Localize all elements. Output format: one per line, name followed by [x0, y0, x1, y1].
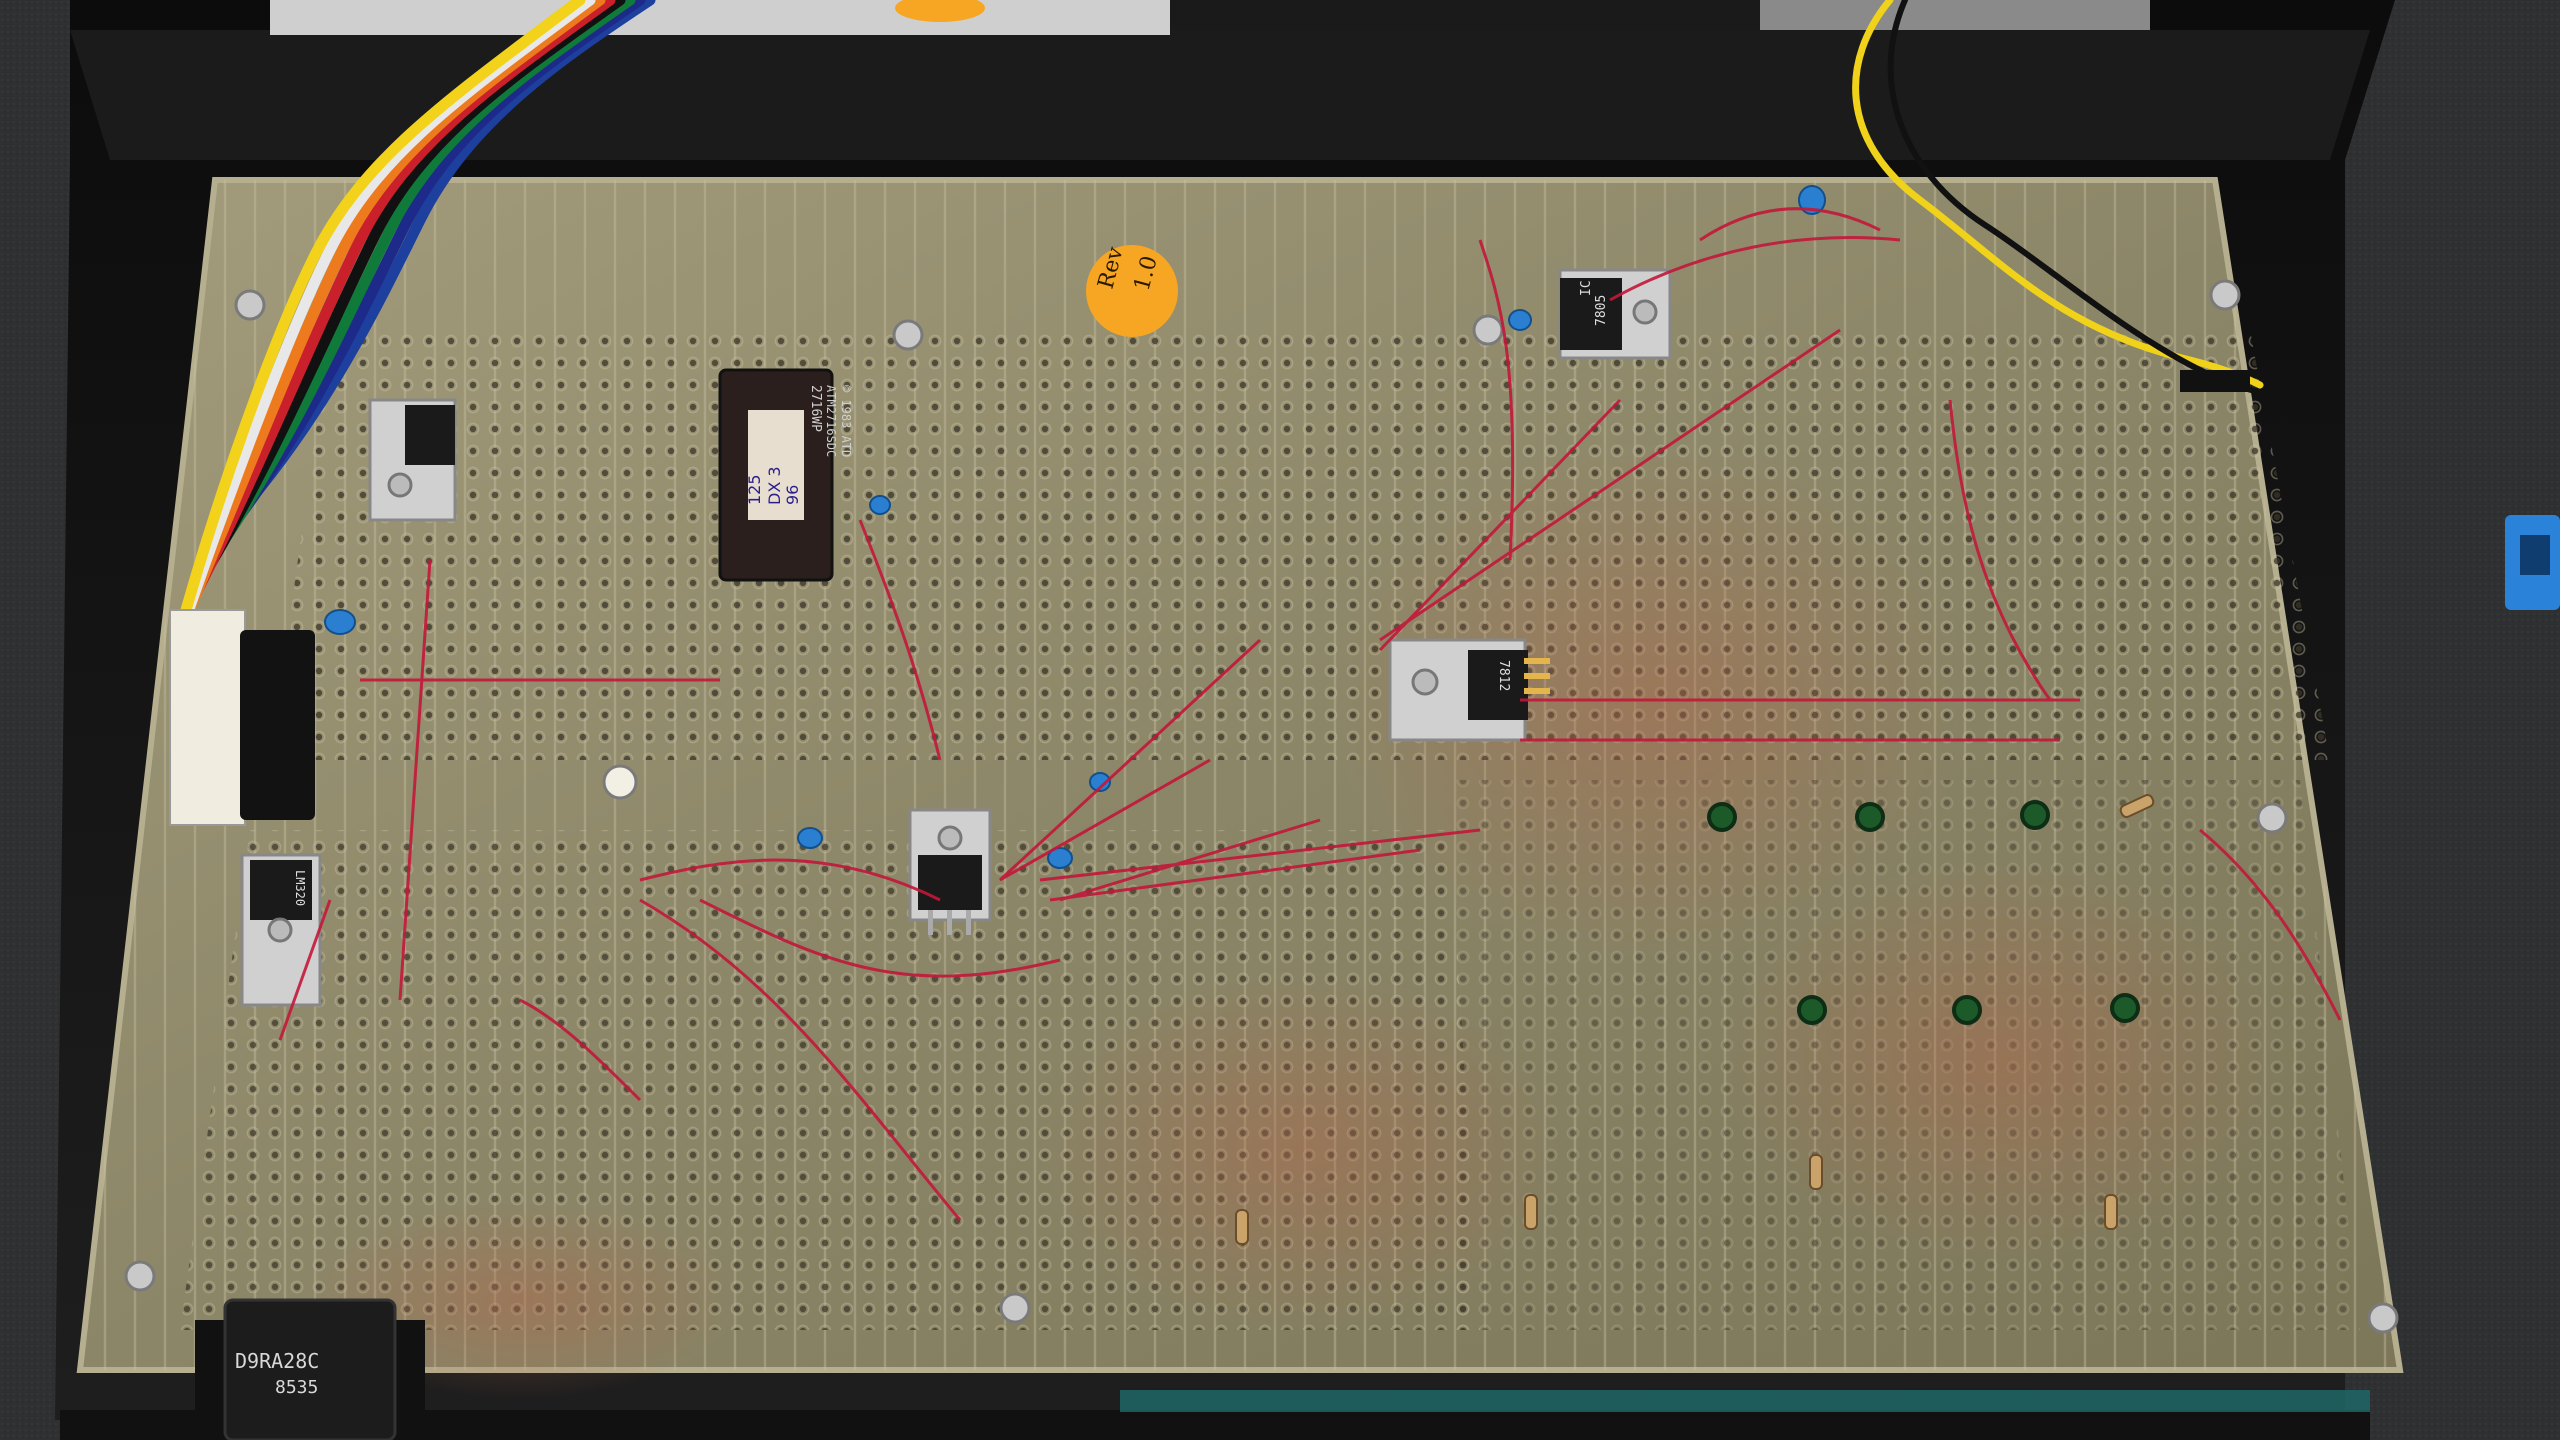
- eprom-hand-label-3: 96: [783, 485, 802, 505]
- regulator-left: LM320: [240, 853, 322, 1007]
- eprom-label-1: 2716WP: [808, 385, 823, 432]
- regulator-center: [908, 808, 992, 935]
- blue-part: [2505, 515, 2560, 610]
- regulator-left-label: LM320: [293, 870, 307, 906]
- edge-connector: [169, 609, 315, 826]
- d-sub-connector: D9RA28C 8535: [195, 1298, 425, 1440]
- pcb-board: [76, 177, 2404, 1400]
- eprom-chip: 2716WP ATM2716SDC © 1983 ATD 125 DX 3 96: [718, 368, 853, 582]
- blue-capacitors: [324, 185, 1826, 869]
- regulator-upper-left: [368, 398, 457, 522]
- regulator-top: IC 7805: [1558, 268, 1672, 360]
- wire-harness: [169, 0, 656, 656]
- led-holes: [1707, 800, 2140, 1025]
- regulator-mid: 7812: [1388, 638, 1550, 742]
- eprom-hand-label-2: DX 3: [765, 466, 784, 505]
- connector-label-2: 8535: [275, 1377, 318, 1398]
- regulator-mid-label: 7812: [1496, 660, 1511, 691]
- resistors: [1235, 794, 2155, 1245]
- eprom-label-2: ATM2716SDC: [824, 385, 838, 457]
- mounting-screws: [124, 279, 2399, 1334]
- regulator-top-label-1: IC: [1579, 280, 1594, 296]
- eprom-label-3: © 1983 ATD: [839, 385, 853, 457]
- regulator-top-label-2: 7805: [1594, 295, 1609, 326]
- connector-label-1: D9RA28C: [235, 1349, 319, 1373]
- eprom-hand-label-1: 125: [745, 474, 764, 505]
- rear-panel: [270, 0, 2150, 35]
- yellow-wire: [1852, 0, 2264, 395]
- jumper-wires: [278, 207, 2342, 1221]
